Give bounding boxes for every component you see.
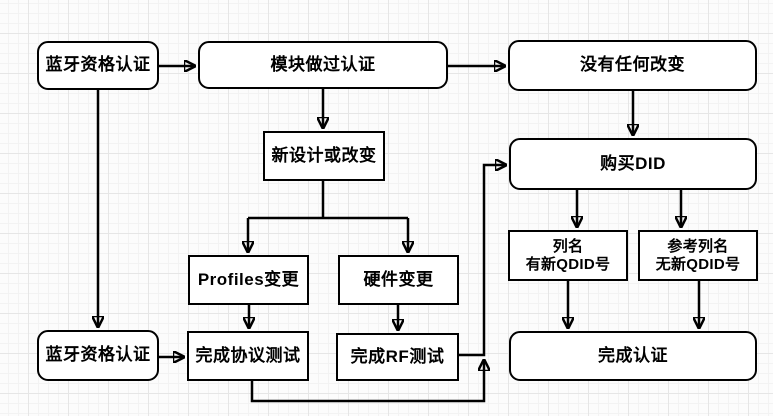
node-bt-cert-bottom[interactable]: 蓝牙资格认证 xyxy=(37,330,159,381)
node-new-design[interactable]: 新设计或改变 xyxy=(263,131,385,181)
node-label: Profiles变更 xyxy=(197,269,300,289)
node-bt-cert-top[interactable]: 蓝牙资格认证 xyxy=(37,41,159,90)
node-label: 硬件变更 xyxy=(363,269,434,289)
node-label-line2: 有新QDID号 xyxy=(525,255,611,273)
node-no-change[interactable]: 没有任何改变 xyxy=(508,40,757,91)
node-label: 蓝牙资格认证 xyxy=(45,345,151,365)
node-label: 蓝牙资格认证 xyxy=(45,55,151,75)
edge-newdesign-branch-stem xyxy=(248,181,408,220)
node-label: 购买DID xyxy=(600,153,666,173)
node-label: 完成RF测试 xyxy=(350,346,445,366)
node-label-line2: 无新QDID号 xyxy=(655,255,741,273)
node-buy-did[interactable]: 购买DID xyxy=(509,138,757,190)
node-label: 新设计或改变 xyxy=(271,145,377,165)
node-label: 没有任何改变 xyxy=(580,55,685,75)
edge-protocoltest-feedback xyxy=(250,361,484,403)
edge-rftest-to-buydid xyxy=(459,165,505,357)
node-label: 完成认证 xyxy=(598,345,668,365)
node-complete-cert[interactable]: 完成认证 xyxy=(509,331,757,381)
node-ref-listed-no-qdid[interactable]: 参考列名 无新QDID号 xyxy=(638,230,758,281)
node-label: 完成协议测试 xyxy=(195,345,301,365)
node-label-line1: 列名 xyxy=(552,237,584,255)
node-label-line1: 参考列名 xyxy=(667,237,729,255)
node-module-certified[interactable]: 模块做过认证 xyxy=(198,41,448,89)
node-hardware-change[interactable]: 硬件变更 xyxy=(338,255,459,305)
node-protocol-test[interactable]: 完成协议测试 xyxy=(187,331,309,381)
node-profiles-change[interactable]: Profiles变更 xyxy=(188,255,309,305)
node-label: 模块做过认证 xyxy=(270,54,376,74)
node-rf-test[interactable]: 完成RF测试 xyxy=(336,333,459,381)
node-listed-new-qdid[interactable]: 列名 有新QDID号 xyxy=(508,230,628,281)
